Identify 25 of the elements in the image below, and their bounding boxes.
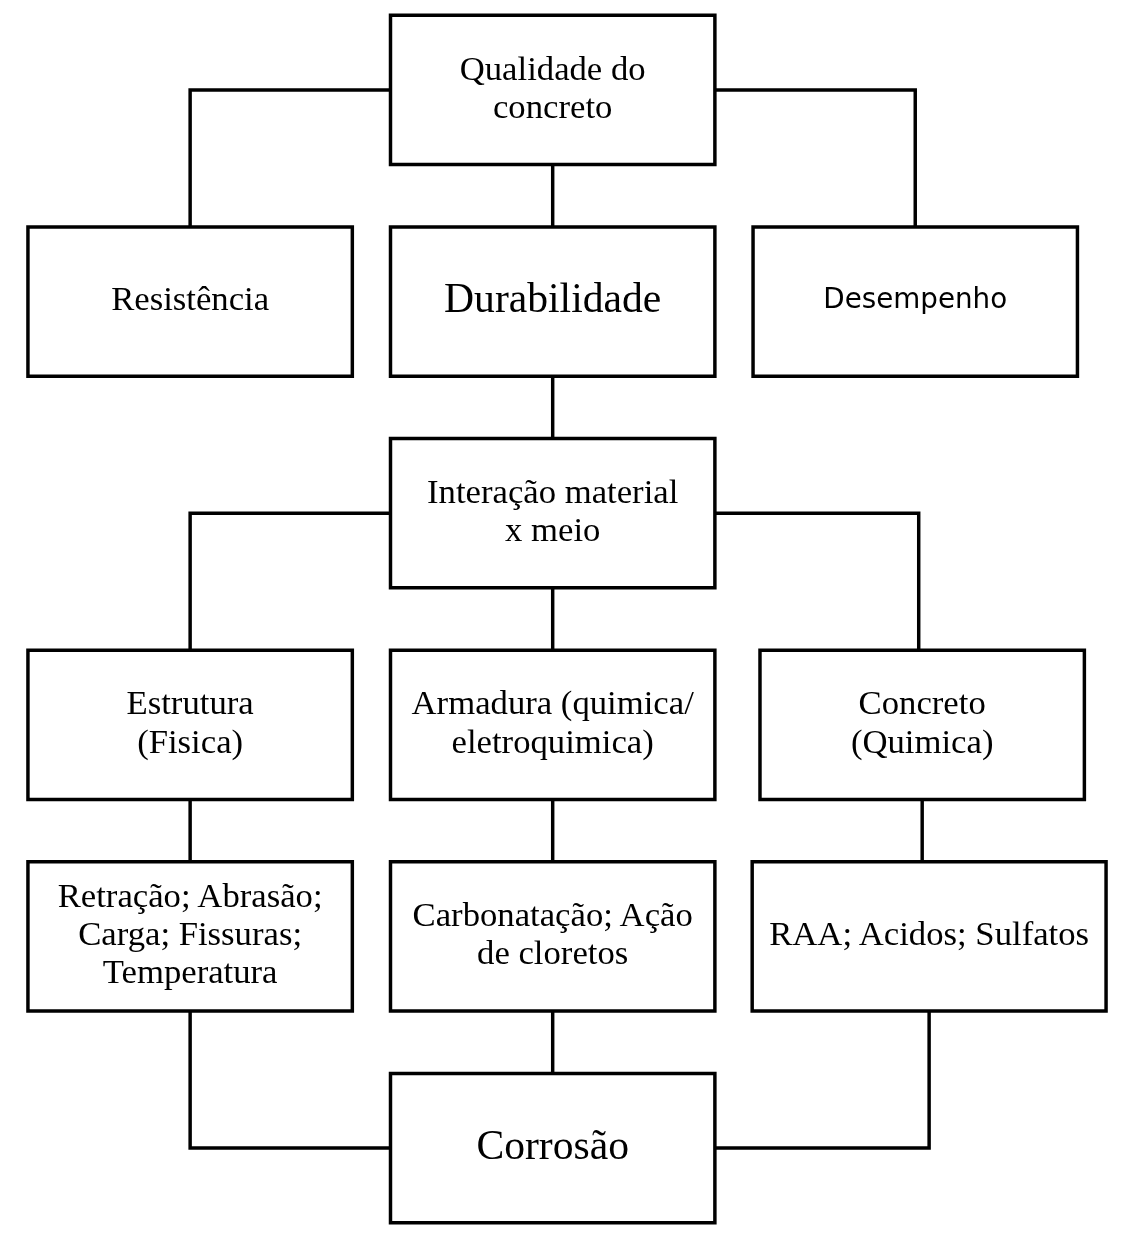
node-box: Corrosão bbox=[388, 1071, 717, 1225]
node-box: Durabilidade bbox=[388, 225, 717, 378]
connector bbox=[188, 799, 192, 862]
connector bbox=[550, 164, 555, 227]
connector bbox=[188, 1011, 390, 1150]
connector bbox=[550, 1011, 555, 1074]
connector bbox=[550, 799, 555, 862]
connector bbox=[715, 88, 917, 227]
node-box: Interação material x meio bbox=[388, 436, 717, 590]
node-box: Armadura (quimica/ eletroquimica) bbox=[388, 648, 717, 802]
node-box: Concreto (Quimica) bbox=[758, 648, 1087, 802]
node-box: Desempenho bbox=[751, 225, 1080, 378]
node-box: Qualidade do concreto bbox=[388, 13, 717, 167]
node-box: Resistência bbox=[26, 225, 355, 378]
connector bbox=[550, 587, 555, 651]
node-box: Estrutura (Fisica) bbox=[26, 648, 355, 802]
connector bbox=[550, 376, 555, 439]
connector bbox=[920, 799, 924, 862]
connector bbox=[715, 511, 921, 651]
connector bbox=[188, 511, 390, 651]
node-box: Carbonatação; Ação de cloretos bbox=[388, 860, 717, 1013]
connector bbox=[715, 1011, 931, 1150]
node-box: RAA; Acidos; Sulfatos bbox=[750, 860, 1108, 1013]
node-box: Retração; Abrasão; Carga; Fissuras; Temperatura bbox=[26, 860, 355, 1013]
connector bbox=[188, 88, 390, 227]
